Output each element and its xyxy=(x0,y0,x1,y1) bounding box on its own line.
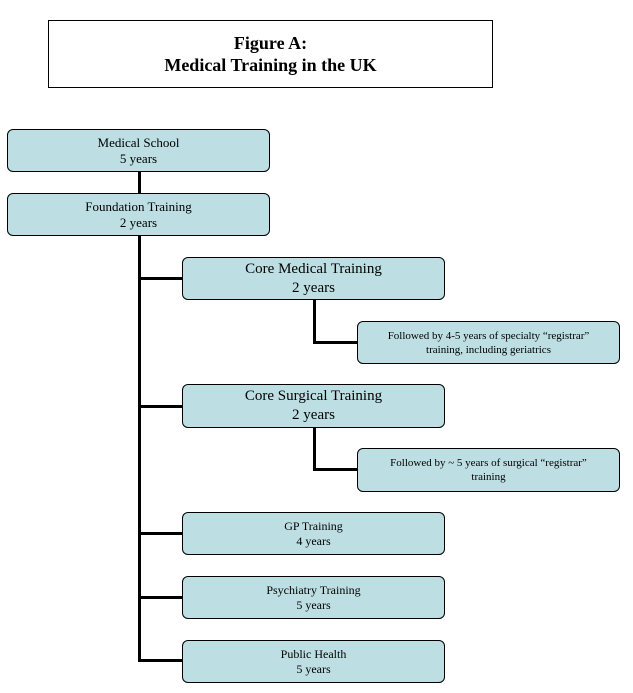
node-foundation-training: Foundation Training 2 years xyxy=(7,193,270,236)
figure-title-box: Figure A: Medical Training in the UK xyxy=(48,20,493,88)
node-duration: 4 years xyxy=(296,533,331,548)
node-duration: 5 years xyxy=(296,597,331,612)
node-text-line2: training, including geriatrics xyxy=(426,343,551,356)
node-label: Psychiatry Training xyxy=(266,582,361,597)
node-text-line1: Followed by 4-5 years of specialty “regi… xyxy=(387,329,590,342)
node-text-line1: Followed by ~ 5 years of surgical “regis… xyxy=(390,457,587,469)
connector-branch-core-surgical xyxy=(138,405,183,408)
node-duration: 5 years xyxy=(296,661,331,676)
connector-school-foundation xyxy=(138,171,141,194)
node-label: Foundation Training xyxy=(85,198,192,214)
node-duration: 2 years xyxy=(119,214,158,230)
node-label: Core Surgical Training xyxy=(244,388,383,404)
connector-main-trunk xyxy=(138,236,141,662)
node-core-medical-training: Core Medical Training 2 years xyxy=(182,257,445,300)
connector-branch-gp xyxy=(138,532,183,535)
node-medical-registrar: Followed by 4-5 years of specialty “regi… xyxy=(357,321,620,364)
node-label: Core Medical Training xyxy=(245,260,382,277)
figure-label: Figure A: xyxy=(233,33,308,53)
node-duration: 2 years xyxy=(292,407,335,423)
node-public-health: Public Health 5 years xyxy=(182,640,445,683)
connector-surgical-down xyxy=(313,427,316,470)
connector-branch-public-health xyxy=(138,659,183,662)
connector-branch-psychiatry xyxy=(138,596,183,599)
connector-branch-core-medical xyxy=(138,277,183,280)
connector-medical-registrar xyxy=(313,341,358,344)
node-duration: 5 years xyxy=(119,150,158,166)
node-medical-school: Medical School 5 years xyxy=(7,129,270,172)
node-duration: 2 years xyxy=(292,279,335,296)
node-psychiatry-training: Psychiatry Training 5 years xyxy=(182,576,445,619)
connector-surgical-registrar xyxy=(313,468,358,471)
node-core-surgical-training: Core Surgical Training 2 years xyxy=(182,384,445,428)
node-label: GP Training xyxy=(284,518,343,533)
connector-medical-down xyxy=(313,299,316,343)
figure-title: Medical Training in the UK xyxy=(164,55,377,75)
node-label: Public Health xyxy=(280,646,347,661)
node-text-line2: training xyxy=(471,471,506,483)
node-label: Medical School xyxy=(97,134,180,150)
node-surgical-registrar: Followed by ~ 5 years of surgical “regis… xyxy=(357,448,620,492)
node-gp-training: GP Training 4 years xyxy=(182,512,445,555)
